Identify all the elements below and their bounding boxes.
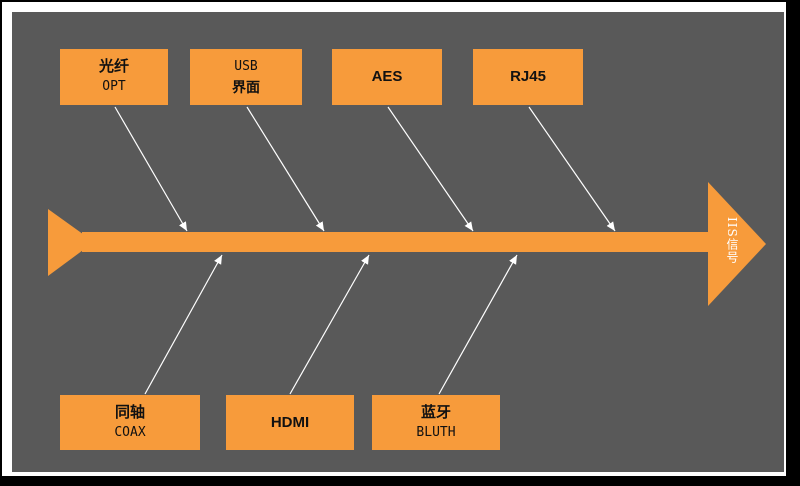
cause-box-rj45: RJ45: [473, 49, 583, 105]
cause-label-primary: AES: [371, 68, 403, 85]
cause-box-bluetooth: 蓝牙 BLUTH: [372, 395, 500, 450]
cause-label-secondary: COAX: [114, 424, 146, 440]
cause-box-optical: 光纤 OPT: [60, 49, 168, 105]
arrow-bottom-3: [438, 254, 518, 395]
spine-head: [708, 182, 766, 306]
cause-label-secondary: 界面: [232, 79, 260, 95]
cause-label-primary: RJ45: [510, 68, 546, 85]
cause-label-primary: 蓝牙: [420, 403, 451, 421]
cause-label-primary: 光纤: [98, 58, 129, 75]
arrow-top-1: [114, 106, 188, 232]
arrow-top-4: [528, 106, 616, 232]
fishbone-graphics: [48, 106, 766, 395]
effect-label: IIS信号: [725, 217, 739, 264]
arrow-top-3: [387, 106, 474, 232]
spine-tail: [48, 209, 94, 276]
cause-label-secondary: OPT: [102, 79, 126, 94]
cause-label-primary: 同轴: [114, 403, 145, 421]
cause-label-primary: USB: [234, 59, 258, 74]
arrow-bottom-2: [289, 254, 370, 395]
arrow-top-2: [246, 106, 325, 232]
cause-label-secondary: BLUTH: [416, 424, 456, 440]
cause-box-aes: AES: [332, 49, 442, 105]
fishbone-spine: [82, 232, 722, 252]
arrow-bottom-1: [144, 254, 223, 395]
cause-box-hdmi: HDMI: [226, 395, 354, 450]
cause-box-coax: 同轴 COAX: [60, 395, 200, 450]
cause-label-primary: HDMI: [270, 413, 310, 431]
cause-box-usb: USB 界面: [190, 49, 302, 105]
slide-canvas: IIS信号 光纤 OPT USB 界面 AES RJ45 同轴 COAX HDM…: [2, 2, 786, 476]
